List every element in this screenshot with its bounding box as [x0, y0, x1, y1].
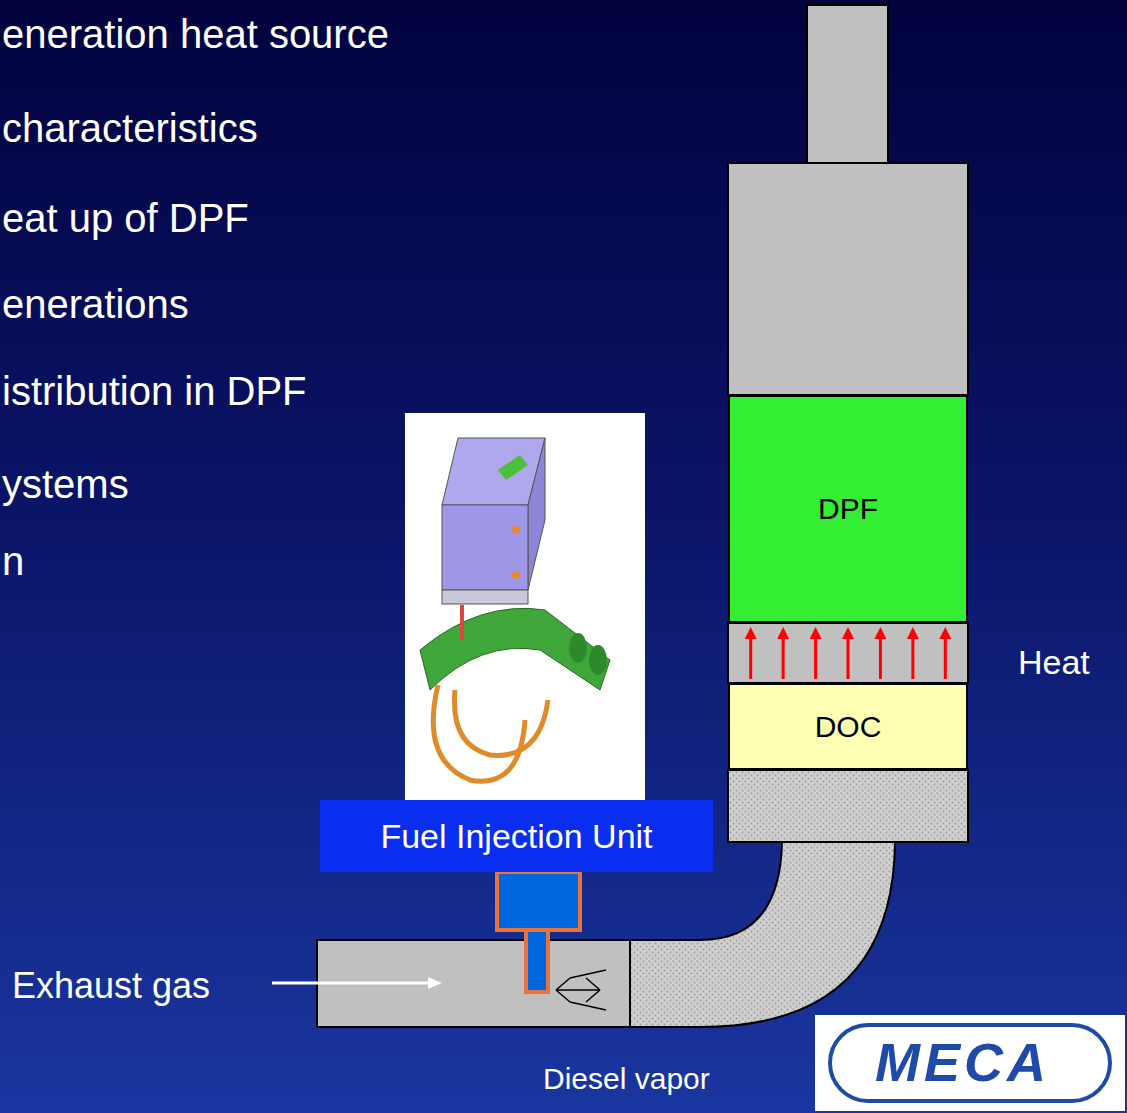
arrowhead — [907, 627, 919, 639]
bullet-text: n — [2, 541, 24, 581]
vapor-label: Diesel vapor — [543, 1064, 710, 1094]
bullet-text: ystems — [2, 464, 129, 504]
arrowhead — [810, 627, 822, 639]
injector-body — [497, 872, 580, 930]
spray-symbol — [556, 970, 606, 1010]
arrowhead — [939, 627, 951, 639]
inlet-cone — [728, 770, 968, 842]
node-text: DPF — [818, 492, 878, 526]
arrowhead — [842, 627, 854, 639]
heat-arrow — [944, 635, 947, 679]
tail-pipe — [807, 5, 888, 163]
injection-unit-picture — [420, 438, 610, 781]
node-text: DOC — [815, 710, 882, 744]
bullet-text: eat up of DPF — [2, 198, 249, 238]
heat-arrow — [782, 635, 785, 679]
node-text: Fuel Injection Unit — [380, 817, 652, 856]
heat-label: Heat — [1018, 645, 1090, 679]
bullet-text: istribution in DPF — [2, 371, 307, 411]
bullet-text: characteristics — [2, 108, 258, 148]
heat-arrow — [879, 635, 882, 679]
arrowhead — [777, 627, 789, 639]
injector-nozzle — [526, 930, 548, 992]
arrowhead — [874, 627, 886, 639]
filter-box: DPF — [728, 395, 968, 623]
heat-arrow — [814, 635, 817, 679]
bullet-text: enerations — [2, 284, 189, 324]
photo-frame — [405, 413, 645, 800]
logo-text: MECA — [875, 1035, 1050, 1089]
heat-arrows — [745, 627, 952, 679]
bullet-text: eneration heat source — [2, 14, 389, 54]
heat-arrow — [847, 635, 850, 679]
unit-label-box: Fuel Injection Unit — [320, 800, 713, 872]
flow-label: Exhaust gas — [12, 968, 210, 1004]
heat-arrow — [911, 635, 914, 679]
heat-band — [728, 623, 968, 683]
arrowhead — [745, 627, 757, 639]
logo-outline — [830, 1025, 1110, 1101]
logo-frame — [815, 1015, 1125, 1111]
catalyst-box: DOC — [728, 683, 968, 770]
heat-arrow — [749, 635, 752, 679]
flow-arrow — [272, 982, 430, 985]
muffler-body — [728, 163, 968, 395]
flow-arrowhead — [428, 977, 442, 989]
